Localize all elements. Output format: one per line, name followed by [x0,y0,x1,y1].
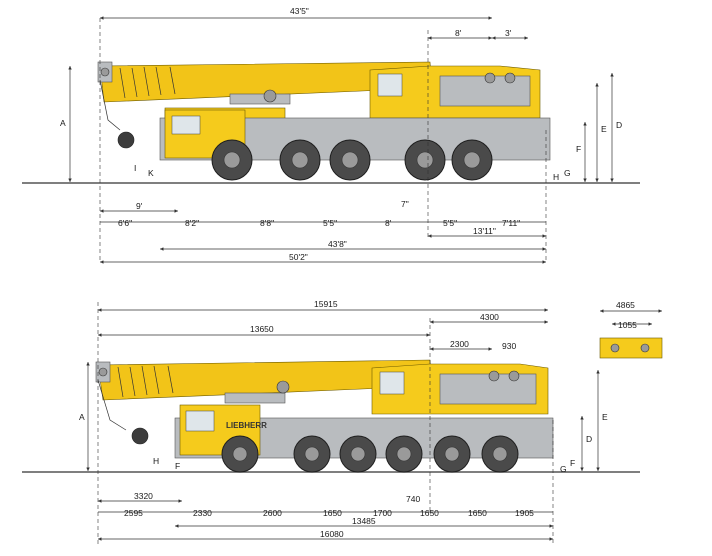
dim-axle-8: 1905 [515,508,534,518]
superstructure [371,363,549,415]
dim-axle-2: 8'2" [185,218,199,228]
hook-block [117,131,135,149]
winch-section [439,75,531,107]
dim-boom-length: 13650 [250,324,274,334]
dim-label-d: D [616,120,622,130]
dim-axle-5: 1700 [373,508,392,518]
dim-small-gap: 740 [406,494,420,504]
dim-axle-6: 5'5" [443,218,457,228]
dim-front-overhang: 3320 [134,491,153,501]
luffing-cylinder [229,93,291,105]
dim-label-f-front: F [175,461,180,471]
dim-axle-5: 8' [385,218,392,228]
brand-logo: LIEBHERR [226,421,267,430]
dim-overall-length: 15915 [314,299,338,309]
side-view-metric: LIEBHERR 4865 1055 A E D F G [22,299,663,545]
luffing-cylinder [224,392,286,404]
dim-length-43: 43'8" [328,239,347,249]
dim-inset-width: 4865 [616,300,635,310]
dim-total-length: 50'2" [289,252,308,262]
dim-counterweight-radius: 4300 [480,312,499,322]
dim-axle-1: 2595 [124,508,143,518]
dim-overall-boom-length: 43'5" [290,6,309,16]
dim-label-f: F [576,144,581,154]
dim-label-a: A [60,118,66,128]
dim-label-g: G [560,464,567,474]
counterweight-drawing [599,337,663,359]
side-view-imperial: LIEBHERR A E D F H G I K 43'5" 8' [22,6,640,264]
dim-small-gap: 7" [401,199,409,209]
dim-label-g: G [564,168,571,178]
superstructure [369,65,541,119]
dim-counterweight-tail: 3' [505,28,512,38]
dim-label-a: A [79,412,85,422]
axles [211,139,493,181]
dim-label-e: E [601,124,607,134]
crane-cab-window [377,73,403,97]
dim-label-f: F [570,458,575,468]
dim-label-h: H [153,456,159,466]
hook-block [131,427,149,445]
counterweight-inset: 4865 1055 [599,300,663,359]
dim-label-k: K [148,168,154,178]
dim-cw-part-a: 2300 [450,339,469,349]
dim-label-d: D [586,434,592,444]
dim-counterweight-rear: 8' [455,28,462,38]
dim-axle-6: 1650 [420,508,439,518]
dim-label-e: E [602,412,608,422]
dim-axle-4: 5'5" [323,218,337,228]
dim-label-i: I [134,163,136,173]
dim-chassis-length: 13485 [352,516,376,526]
dim-axle-7: 1650 [468,508,487,518]
dim-axle-7: 7'11" [502,218,520,228]
crane-cab-window [379,371,405,395]
hoist-rope [99,79,121,131]
dim-cw-part-b: 930 [502,341,516,351]
dim-total-length: 16080 [320,529,344,539]
hoist-rope [97,379,127,431]
winch-section [439,373,537,405]
carrier-chassis: LIEBHERR [159,107,551,161]
dim-axle-1: 6'6" [118,218,132,228]
driver-cab-window [185,410,215,432]
dim-inset-inner: 1055 [618,320,637,330]
dim-axle-3: 2600 [263,508,282,518]
dim-axle-3: 8'8" [260,218,274,228]
telescopic-boom [97,61,433,149]
axles [221,435,519,473]
dim-front-overhang: 9' [136,201,143,211]
dim-axle-2: 2330 [193,508,212,518]
dim-rear-span: 13'11" [473,226,496,236]
dim-label-h: H [553,172,559,182]
dim-axle-4: 1650 [323,508,342,518]
